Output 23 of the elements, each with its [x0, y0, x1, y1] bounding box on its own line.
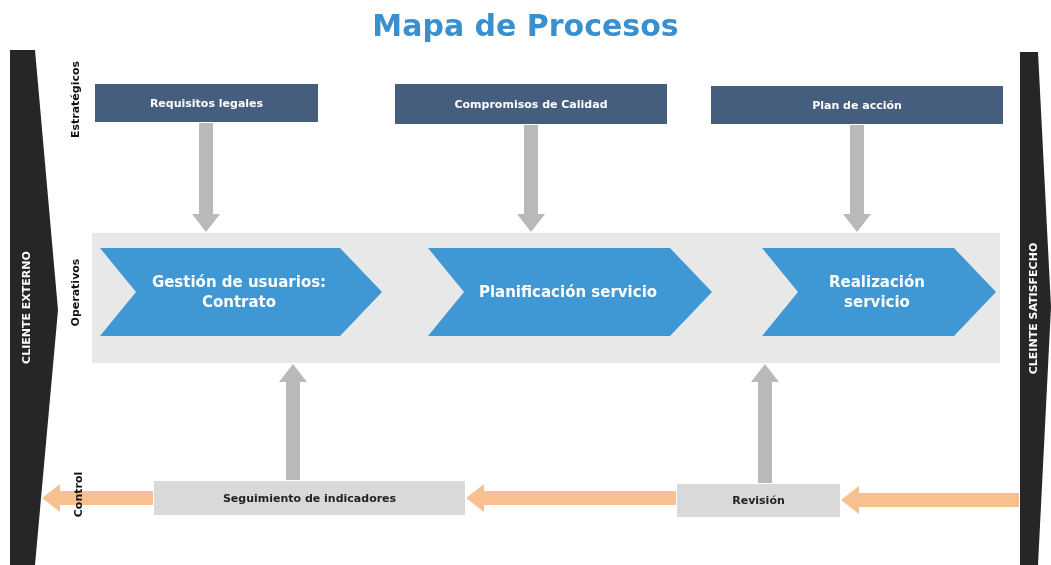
control-box: Seguimiento de indicadores [154, 481, 465, 515]
strategy-box: Requisitos legales [95, 84, 318, 122]
diagram-title: Mapa de Procesos [371, 8, 680, 43]
row-label: Operativos [68, 257, 82, 329]
strategy-box: Plan de acción [711, 86, 1003, 124]
banner-label: CLEINTE SATISFECHO [1026, 241, 1040, 376]
block-arrow [279, 364, 307, 480]
block-arrow [843, 125, 871, 232]
strategy-box: Compromisos de Calidad [395, 84, 667, 124]
banner-label: CLIENTE EXTERNO [19, 249, 33, 366]
process-label: Realización servicio [828, 272, 926, 312]
process-label: Gestión de usuarios: Contrato [150, 272, 328, 312]
row-label: Estratégicos [68, 59, 82, 141]
row-label: Control [71, 470, 85, 520]
block-arrow [42, 484, 153, 512]
process-label: Planificación servicio [478, 282, 658, 302]
block-arrow [192, 123, 220, 232]
process-band [92, 233, 1000, 363]
control-box: Revisión [677, 484, 840, 517]
block-arrow [517, 125, 545, 232]
block-arrow [466, 484, 676, 512]
block-arrow [751, 364, 779, 483]
block-arrow [841, 486, 1019, 514]
